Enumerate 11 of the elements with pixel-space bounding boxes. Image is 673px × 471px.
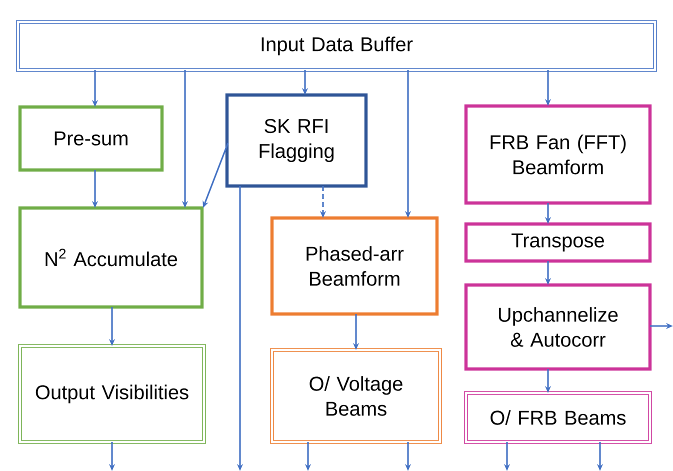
process-box: FRB Fan (FFT) Beamform <box>464 104 652 205</box>
output-box: O/ FRB Beams <box>464 391 652 444</box>
process-box: SK RFI Flagging <box>225 93 368 188</box>
output-box: Output Visibilities <box>18 344 206 444</box>
process-box: Phased-arr Beamform <box>270 216 439 316</box>
buffer-box: Input Data Buffer <box>16 20 657 72</box>
process-box: Transpose <box>464 222 652 263</box>
process-box: Pre-sum <box>18 105 164 172</box>
output-box: O/ Voltage Beams <box>270 348 442 444</box>
process-box: N$^{2}$ Accumulate <box>18 206 204 309</box>
process-box: Upchannelize & Autocorr <box>464 283 652 371</box>
